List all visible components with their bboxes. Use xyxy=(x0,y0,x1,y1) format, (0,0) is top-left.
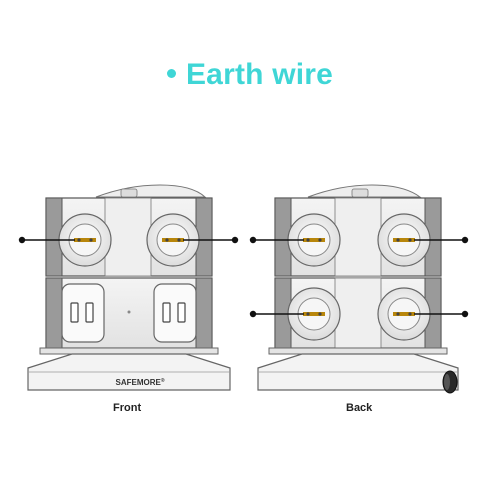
earth-clip-icon xyxy=(393,238,415,242)
earth-clip-icon xyxy=(162,238,184,242)
back-caption: Back xyxy=(346,402,373,414)
usb-port-icon xyxy=(177,302,186,323)
page-heading: Earth wire xyxy=(0,58,500,92)
front-usb-panel-right xyxy=(153,283,197,343)
earth-clip-icon xyxy=(303,238,325,242)
usb-port-icon xyxy=(162,302,171,323)
back-socket-lower-left xyxy=(287,287,341,341)
callout-dot-icon xyxy=(18,236,26,244)
front-lower-left-edge xyxy=(45,277,63,349)
front-callouts xyxy=(18,236,239,244)
earth-clip-icon xyxy=(74,238,96,242)
back-upper-center-panel xyxy=(334,197,382,277)
callout-dot-icon xyxy=(461,236,469,244)
front-upper-center-panel xyxy=(104,197,152,277)
callout-dot-icon xyxy=(249,236,257,244)
front-lower-right-edge xyxy=(195,277,213,349)
back-lower-center-panel xyxy=(334,277,382,349)
front-socket-upper-right xyxy=(146,213,200,267)
back-socket-upper-left xyxy=(287,213,341,267)
back-socket-lower-right xyxy=(377,287,431,341)
earth-clip-icon xyxy=(303,312,325,316)
bullet-dot-icon xyxy=(166,68,176,78)
front-top-cap xyxy=(95,184,207,198)
usb-port-icon xyxy=(70,302,79,323)
back-callouts xyxy=(249,236,469,318)
back-view xyxy=(257,184,459,394)
front-indicator-led-icon xyxy=(127,310,131,314)
back-socket-upper-right xyxy=(377,213,431,267)
power-cable-plug-icon xyxy=(442,370,458,394)
front-caption: Front xyxy=(113,402,142,414)
front-socket-upper-left xyxy=(58,213,112,267)
earth-clip-icon xyxy=(393,312,415,316)
brand-label: SAFEMORE® xyxy=(115,377,164,387)
usb-port-icon xyxy=(85,302,94,323)
back-top-switch-icon xyxy=(351,188,369,198)
callout-dot-icon xyxy=(231,236,239,244)
heading-text: Earth wire xyxy=(185,58,334,91)
front-usb-panel-left xyxy=(61,283,105,343)
front-view: SAFEMORE® xyxy=(27,184,231,391)
callout-dot-icon xyxy=(461,310,469,318)
back-base-lip xyxy=(268,347,448,355)
callout-dot-icon xyxy=(249,310,257,318)
front-top-switch-icon xyxy=(120,188,138,198)
front-base-lip xyxy=(39,347,219,355)
